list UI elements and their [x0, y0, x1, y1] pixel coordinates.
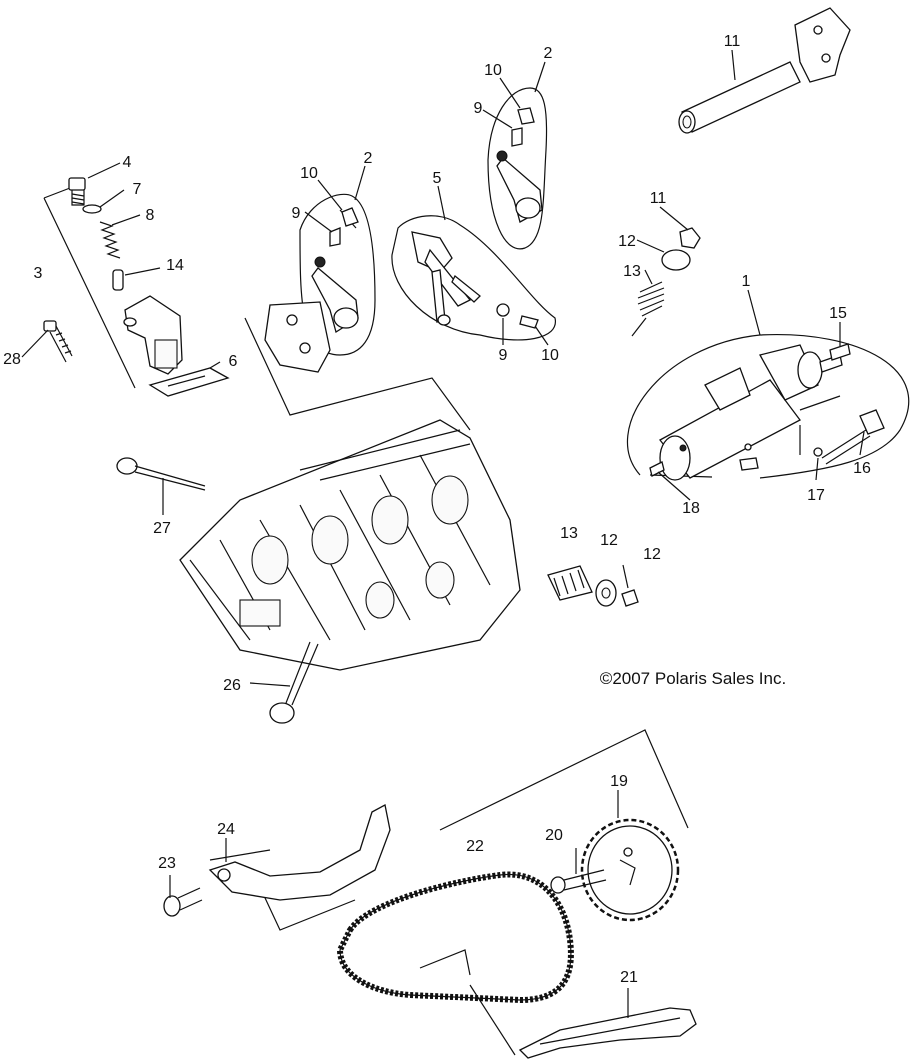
callout-25: 24: [217, 821, 235, 838]
callout-9-right: 9: [474, 100, 483, 117]
valve-keeper-part: [679, 227, 701, 249]
callout-17: 16: [853, 460, 871, 477]
callout-27: 27: [153, 520, 171, 537]
intake-valve-part: [116, 457, 206, 491]
callout-12-upper: 12: [618, 233, 636, 250]
callout-20: 19: [610, 773, 628, 790]
callout-10-right: 10: [484, 62, 502, 79]
callout-7: 7: [133, 181, 142, 198]
washer-part: [82, 204, 102, 214]
spring-retainer-part: [661, 249, 691, 271]
callout-1: 1: [742, 273, 751, 290]
callout-21: 20: [545, 827, 563, 844]
tensioner-spring-part: [99, 221, 121, 259]
callout-4: 3: [34, 265, 43, 282]
rocker-arm-part: [311, 207, 359, 334]
callout-28: 28: [3, 351, 21, 368]
callout-labels: 4 7 8 3 14 6 28 2 10 9 2 10 9 5 9 10 11 …: [3, 33, 871, 986]
valve-spring-set-part: [547, 565, 639, 607]
callout-10-left: 10: [300, 165, 318, 182]
callout-12-lower: 12: [643, 546, 661, 563]
bolt-part: [43, 320, 73, 363]
callout-11-shaft: 11: [724, 33, 741, 50]
callout-14: 13: [560, 525, 578, 542]
callout-22: 21: [620, 969, 638, 986]
callout-15: 14: [166, 257, 184, 274]
decompressor-part: [821, 409, 885, 465]
valve-spring-part: [631, 281, 665, 337]
timing-chain-part: [336, 871, 574, 1004]
parts-artwork: [43, 7, 885, 1059]
rocker-support-part: [264, 301, 331, 373]
callout-10-middle: 10: [541, 347, 559, 364]
rocker-shaft-assembly-part: [411, 231, 539, 329]
tensioner-bolt-part: [68, 177, 86, 206]
callout-11-keeper: 11: [650, 190, 667, 207]
callout-3: 5: [433, 170, 442, 187]
leader-lines: [21, 49, 865, 1018]
callout-26: 26: [223, 677, 241, 694]
exhaust-valve-part: [269, 641, 319, 724]
callout-24: 23: [158, 855, 176, 872]
rocker-shaft-part: [678, 7, 851, 134]
plunger-pin-part: [112, 269, 124, 291]
camshaft-part: [649, 344, 843, 481]
cam-sprocket-part: [580, 818, 680, 922]
rocker-arm-part: [496, 107, 543, 223]
callout-18: 17: [807, 487, 825, 504]
callout-9-left: 9: [292, 205, 301, 222]
callout-5: 4: [123, 154, 132, 171]
callout-6: 6: [229, 353, 238, 370]
chain-guide-part: [518, 1007, 697, 1059]
callout-23: 22: [466, 838, 484, 855]
callout-8: 8: [146, 207, 155, 224]
dowel-pin-part: [829, 343, 851, 361]
copyright-notice: ©2007 Polaris Sales Inc.: [600, 669, 786, 688]
tensioner-gasket-part: [148, 367, 230, 397]
callout-9-middle: 9: [499, 347, 508, 364]
callout-13-lower: 12: [600, 532, 618, 549]
callout-2-right: 2: [544, 45, 553, 62]
cylinder-head-part: [179, 419, 521, 671]
callout-13-upper: 13: [623, 263, 641, 280]
tensioner-body-part: [123, 295, 183, 375]
callout-16: 15: [829, 305, 847, 322]
callout-2-left: 2: [364, 150, 373, 167]
sprocket-bolt-part: [550, 869, 607, 894]
callout-19: 18: [682, 500, 700, 517]
chain-tensioner-blade-part: [208, 804, 391, 901]
tensioner-blade-bolt-part: [163, 887, 203, 917]
decompressor-spring-part: [813, 447, 823, 457]
